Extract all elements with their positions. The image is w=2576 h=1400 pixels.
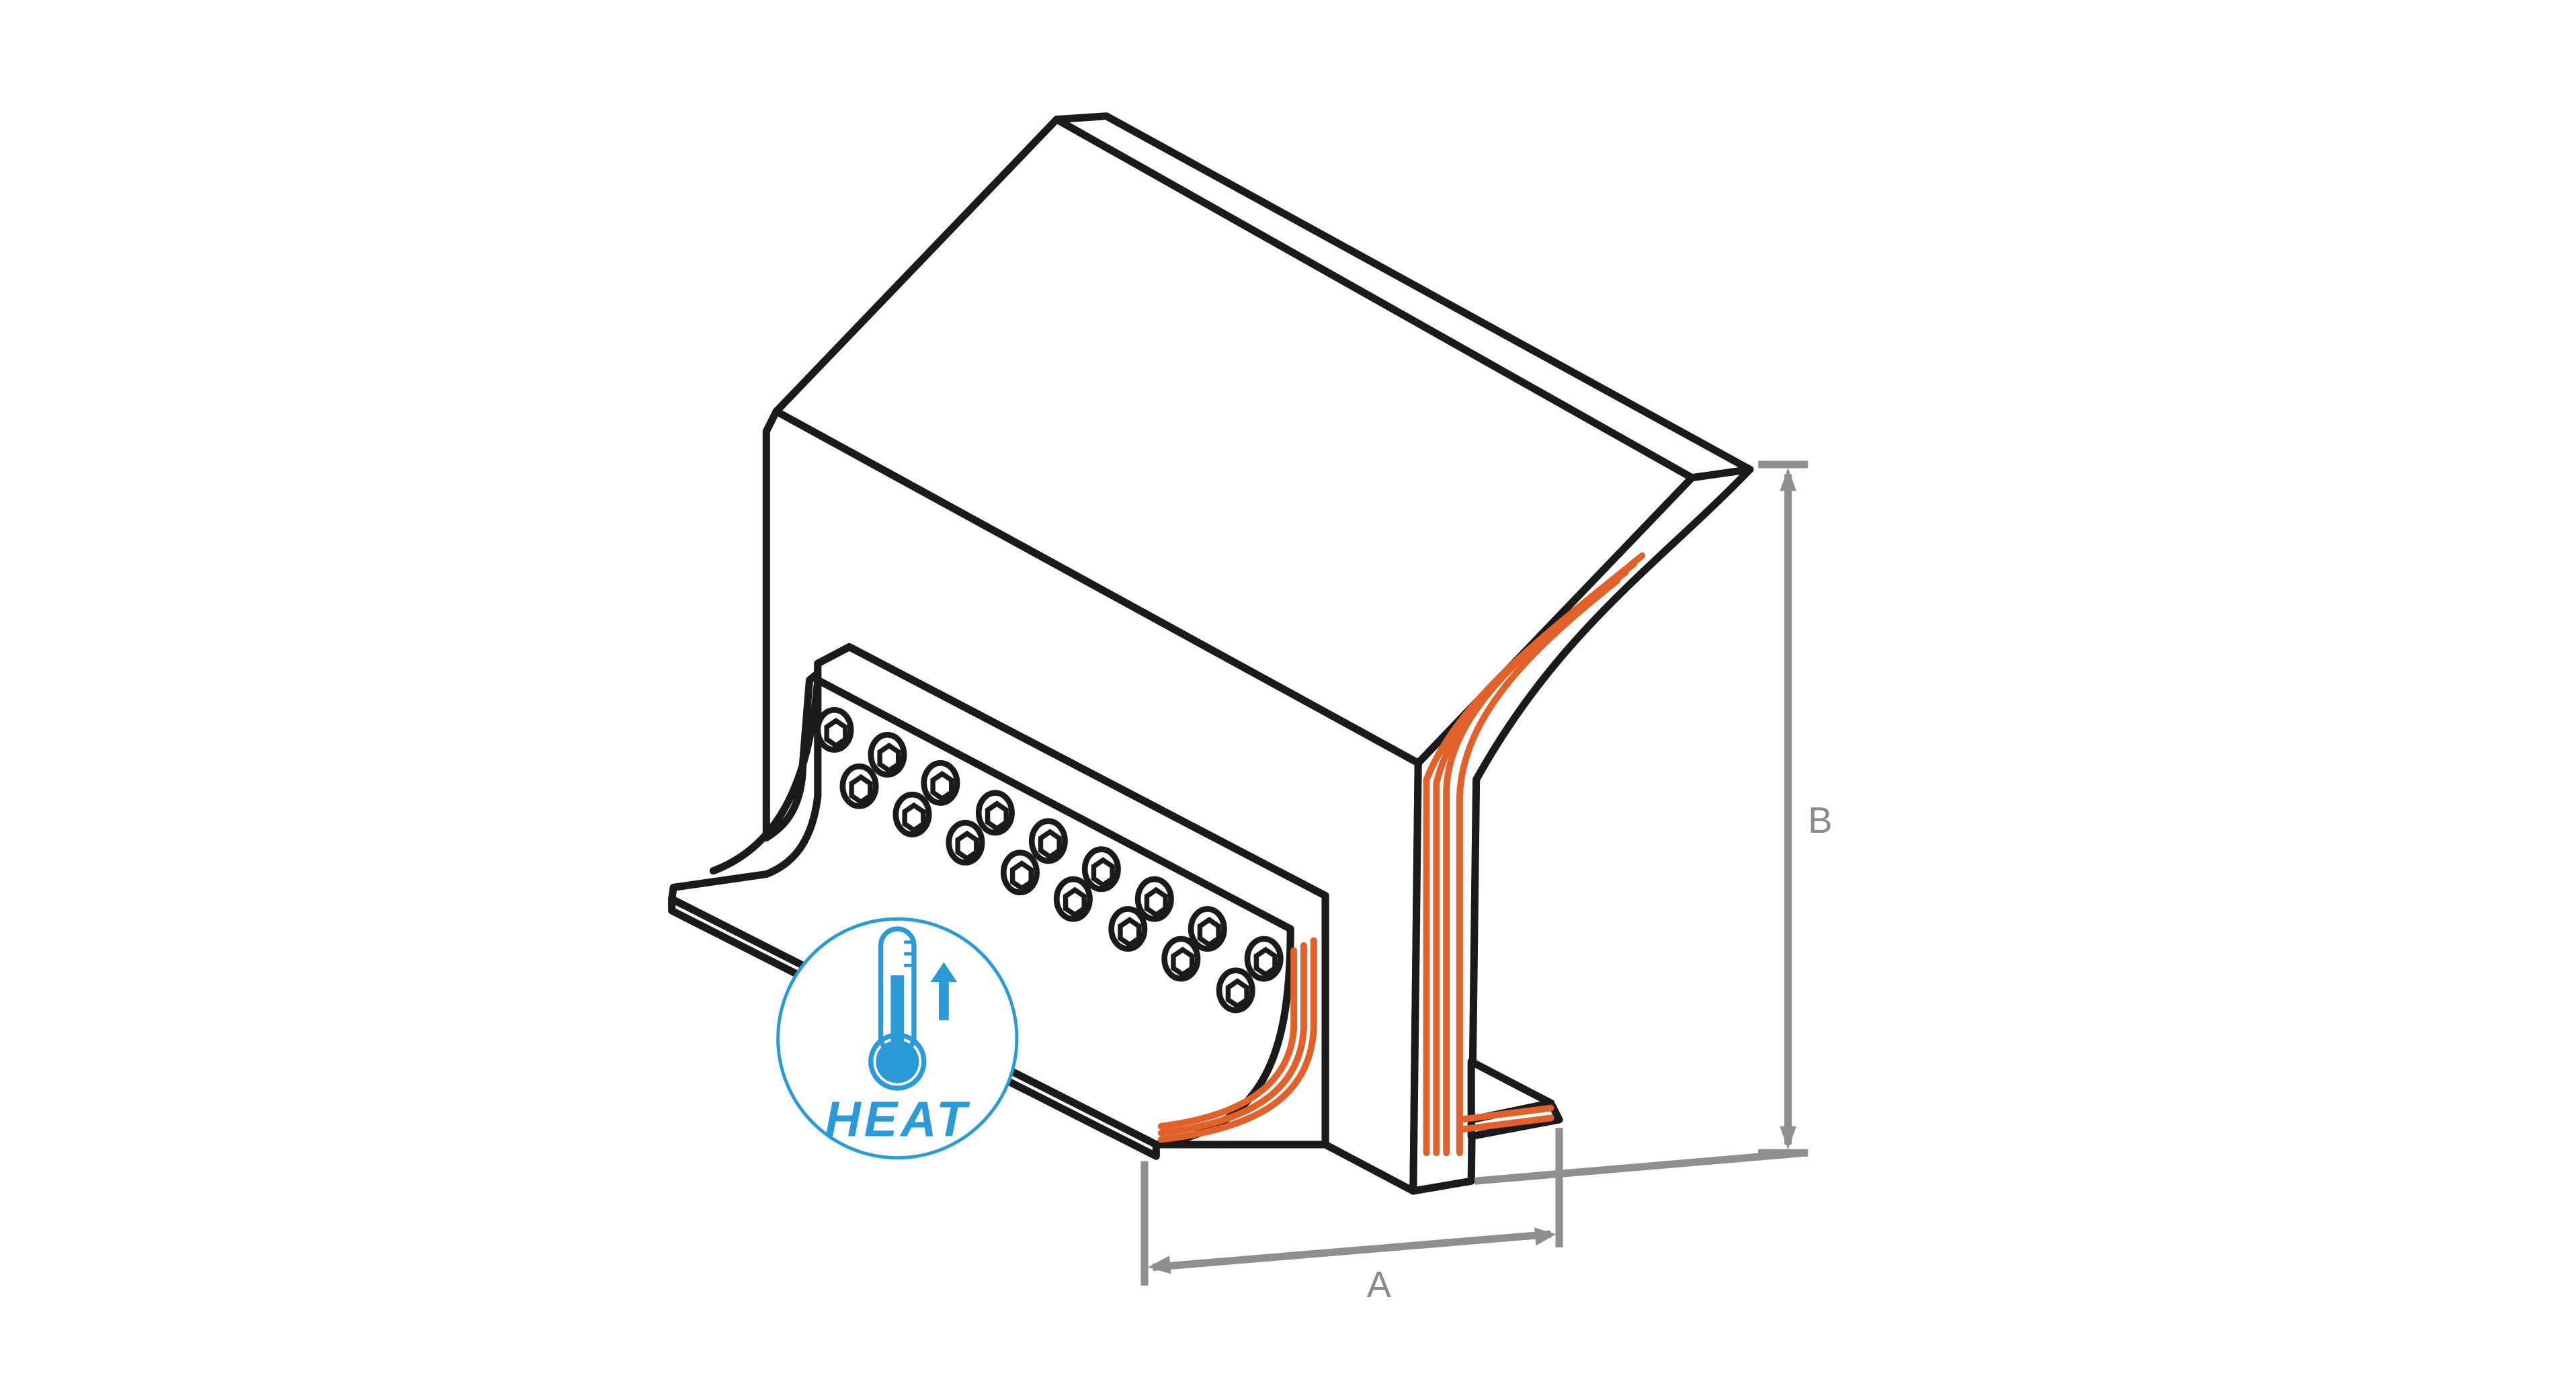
bolt: [1081, 846, 1121, 893]
bolt: [868, 732, 907, 778]
bolt: [1244, 936, 1284, 982]
bolt: [892, 791, 932, 837]
bolt: [1028, 818, 1068, 864]
bolt-row: [815, 706, 1284, 1014]
dimension-a-label: A: [1367, 1264, 1392, 1305]
heat-label: HEAT: [825, 1092, 970, 1147]
dimension-b: B: [1758, 460, 1832, 1157]
bolt: [1188, 906, 1227, 952]
thermometer-icon: [868, 926, 927, 1091]
dimension-b-label: B: [1808, 800, 1832, 841]
heat-badge: HEAT: [776, 917, 1019, 1160]
arrow-up-icon: [930, 962, 958, 1020]
bolt: [1053, 876, 1093, 922]
bolt: [921, 759, 960, 806]
bolt: [1108, 906, 1148, 952]
bolt: [839, 763, 879, 809]
bolt: [1161, 936, 1201, 982]
bolt: [815, 706, 854, 753]
dimension-a: A: [1140, 1128, 1805, 1305]
reflective-stripes-left: [1157, 937, 1317, 1143]
bolt: [1216, 967, 1255, 1014]
bolt: [975, 790, 1015, 836]
bolt: [946, 819, 985, 866]
bolt: [1000, 850, 1040, 896]
bolt: [1134, 876, 1174, 922]
reflective-stripes-right: [1423, 552, 1646, 1157]
